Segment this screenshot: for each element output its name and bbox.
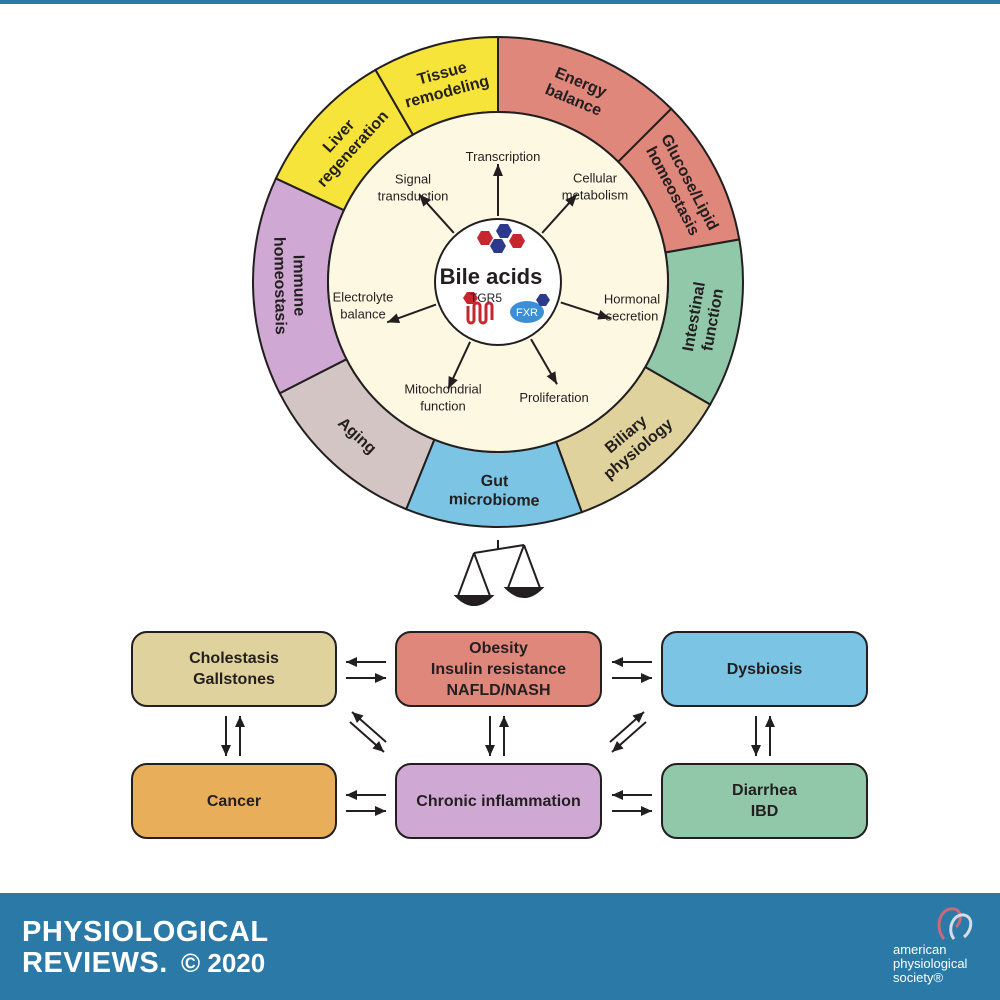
box-chronic-inflammation: Chronic inflammation (395, 763, 602, 839)
ring-label-line: microbiome (449, 491, 540, 510)
box-diarrhea-line1: Diarrhea (732, 782, 797, 799)
d-arrow-right-down-head (612, 740, 624, 752)
v-arrow-1-down-head (485, 745, 495, 756)
box-cholestasis-line1: Cholestasis (189, 650, 279, 667)
ring-label-line: Gut (481, 473, 510, 490)
ring-label-gut-microbiome: Gutmicrobiome (449, 472, 540, 510)
arrowhead-proliferation (546, 371, 557, 385)
h-arrow-1-b-right-head (641, 806, 652, 816)
process-label-cellular-metabolism: Cellular metabolism (562, 171, 628, 203)
process-label-line: transduction (378, 189, 449, 204)
d-arrow-right-up-head (632, 712, 644, 724)
arrowhead-hormonal-secretion (597, 310, 611, 320)
d-arrow-left-up-head (352, 712, 364, 724)
box-diarrhea-line2: IBD (750, 803, 779, 820)
box-obesity-line3: NAFLD/NASH (446, 681, 551, 699)
v-arrow-2-down-head (751, 745, 761, 756)
process-label-line: function (420, 399, 466, 414)
society-line2: physiological (893, 956, 968, 971)
arrowhead-cellular-metabolism (565, 194, 577, 207)
journal-name-line1: PHYSIOLOGICAL (22, 916, 269, 948)
arrowhead-transcription (493, 164, 503, 176)
h-arrow-0-b-left-head (612, 657, 623, 667)
box-dysbiosis: Dysbiosis (661, 631, 868, 707)
arrowhead-electrolyte-balance (387, 313, 401, 323)
process-label-line: Electrolyte (333, 290, 394, 305)
box-inflammation-line1: Chronic inflammation (416, 792, 581, 810)
box-cholestasis-line2: Gallstones (193, 671, 275, 688)
h-arrow-0-b-right-head (641, 673, 652, 683)
footer-banner: PHYSIOLOGICAL REVIEWS. © 2020 american p… (0, 893, 1000, 1000)
process-label-electrolyte-balance: Electrolyte balance (333, 290, 394, 322)
aps-logo-icon (937, 907, 973, 940)
h-arrow-0-a-left-head (346, 657, 357, 667)
box-dysbiosis-line1: Dysbiosis (726, 660, 803, 678)
process-label-mitochondrial-function: Mitochondrial function (404, 382, 481, 414)
box-obesity-insulin-resistance: Obesity Insulin resistance NAFLD/NASH (395, 631, 602, 707)
arrowhead-signal-transduction (419, 194, 431, 207)
box-cancer: Cancer (131, 763, 337, 839)
process-label-line: Transcription (466, 149, 541, 164)
h-arrow-0-a-right-head (375, 673, 386, 683)
box-cholestasis-gallstones: Cholestasis Gallstones (131, 631, 337, 707)
center-title: Bile acids (440, 264, 543, 289)
v-arrow-0-up-head (235, 716, 245, 727)
v-arrow-1-up-head (499, 716, 509, 727)
box-obesity-line1: Obesity (469, 639, 528, 657)
fxr-label: FXR (516, 307, 538, 319)
process-label-transcription: Transcription (466, 149, 541, 164)
society-line1: american (893, 942, 947, 957)
box-diarrhea-ibd: Diarrhea IBD (661, 763, 868, 839)
society-name: american physiological society® (893, 943, 967, 985)
ring-label-immune-homeostasis: Immunehomeostasis (270, 236, 308, 335)
top-rule (0, 0, 1000, 4)
v-arrow-2-up-head (765, 716, 775, 727)
process-label-signal-transduction: Signal transduction (378, 172, 449, 204)
journal-name-line2: REVIEWS. (22, 947, 168, 979)
ring-label-line: homeostasis (270, 237, 289, 335)
society-line3: society® (893, 970, 944, 985)
fxr-receptor-icon (510, 294, 550, 323)
process-label-line: metabolism (562, 188, 628, 203)
process-label-line: Mitochondrial (404, 382, 481, 397)
process-label-line: secretion (606, 309, 659, 324)
tgr5-receptor-icon (463, 292, 494, 325)
process-label-proliferation: Proliferation (519, 390, 588, 405)
h-arrow-1-a-left-head (346, 790, 357, 800)
connector-arrows (221, 657, 775, 816)
process-label-line: Cellular (573, 171, 618, 186)
v-arrow-0-down-head (221, 745, 231, 756)
h-arrow-1-a-right-head (375, 806, 386, 816)
process-label-line: Signal (395, 172, 431, 187)
process-label-line: balance (340, 307, 386, 322)
process-label-line: Proliferation (519, 390, 588, 405)
copyright-year: © 2020 (181, 948, 266, 978)
ring-label-line: Immune (289, 255, 307, 317)
process-label-line: Hormonal (604, 292, 660, 307)
arrowhead-mitochondrial-function (448, 375, 458, 389)
bile-acid-diagram: Bile acids TGR5 FXR TranscriptionCellula… (221, 35, 775, 816)
process-label-hormonal-secretion: Hormonal secretion (604, 292, 660, 324)
tgr5-label: TGR5 (470, 291, 502, 305)
box-obesity-line2: Insulin resistance (430, 660, 567, 678)
box-cancer-line1: Cancer (206, 792, 262, 810)
bile-acid-molecules-icon (477, 224, 525, 253)
balance-scale-icon (453, 540, 545, 606)
h-arrow-1-b-left-head (612, 790, 623, 800)
d-arrow-left-down-head (372, 740, 384, 752)
